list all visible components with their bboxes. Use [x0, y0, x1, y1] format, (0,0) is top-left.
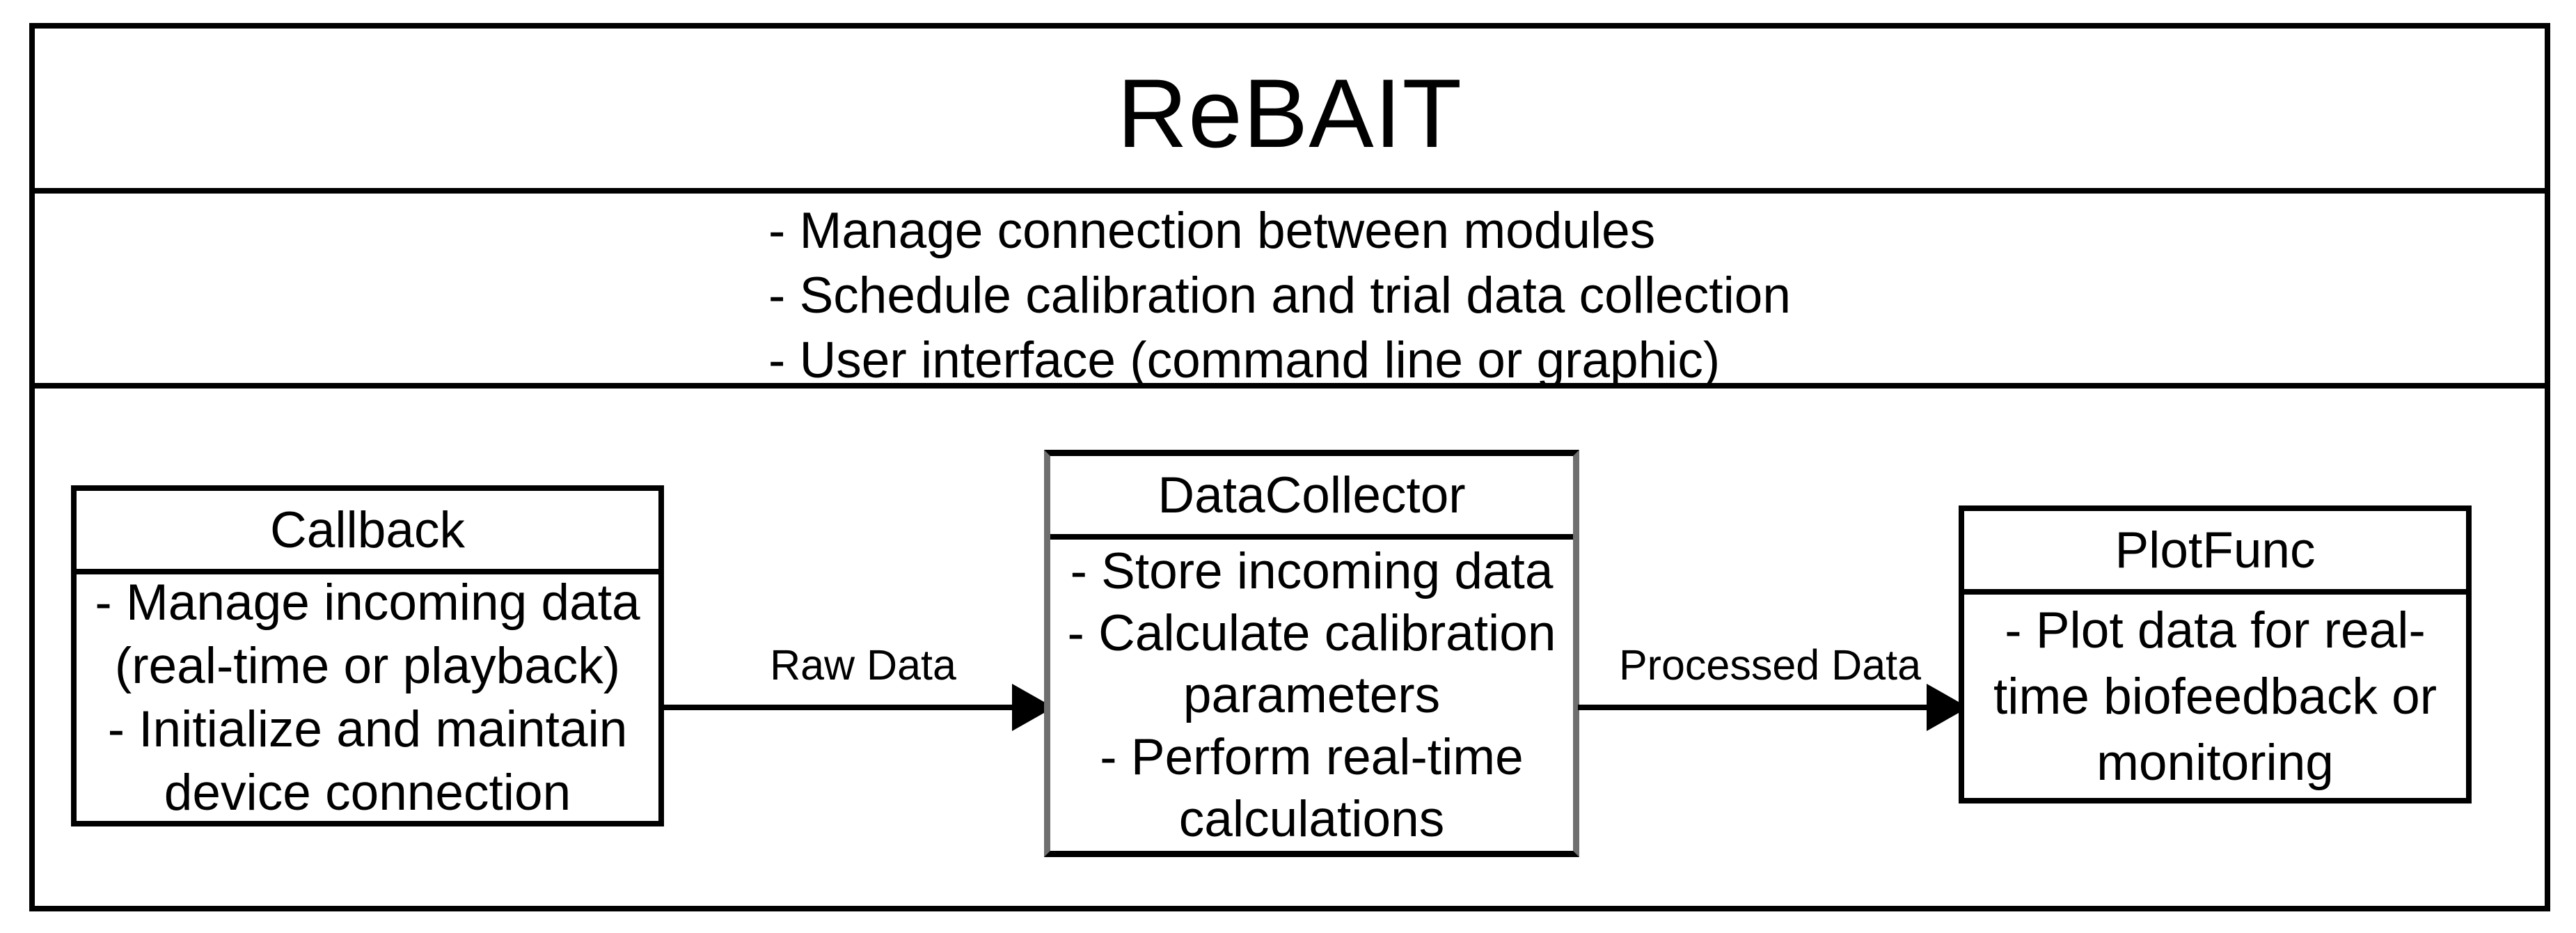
module-box-plotfunc: PlotFunc - Plot data for real- time biof… [1959, 505, 2472, 803]
module-title: DataCollector [1050, 456, 1573, 540]
module-box-datacollector: DataCollector - Store incoming data - Ca… [1044, 450, 1579, 857]
module-body-line: parameters [1183, 667, 1441, 723]
title-section: ReBAIT [35, 29, 2545, 188]
title-section-divider [35, 188, 2545, 194]
module-body-line: (real-time or playback) [114, 638, 621, 694]
module-body-line: - Plot data for real- [2005, 602, 2426, 659]
responsibilities-section-divider [35, 383, 2545, 389]
module-body: - Manage incoming data (real-time or pla… [77, 574, 658, 821]
module-box-callback: Callback - Manage incoming data (real-ti… [71, 485, 664, 826]
processed-data-arrow-line [1578, 705, 1931, 710]
module-body: - Plot data for real- time biofeedback o… [1964, 595, 2466, 798]
module-title: Callback [77, 491, 658, 574]
raw-data-arrow-line [661, 705, 1018, 710]
responsibilities-section: - Manage connection between modules - Sc… [768, 199, 1952, 389]
module-body-line: - Initialize and maintain [107, 701, 628, 758]
flow-label-processed-data: Processed Data [1619, 641, 1921, 689]
responsibility-item: - Schedule calibration and trial data co… [768, 267, 1791, 324]
responsibility-item: - User interface (command line or graphi… [768, 331, 1721, 389]
responsibility-item: - Manage connection between modules [768, 202, 1656, 259]
module-body: - Store incoming data - Calculate calibr… [1050, 540, 1573, 851]
module-body-line: calculations [1178, 791, 1445, 847]
module-body-line: device connection [164, 765, 571, 821]
module-body-line: time biofeedback or [1993, 668, 2437, 725]
module-body-line: - Perform real-time [1100, 729, 1524, 785]
app-title: ReBAIT [1116, 58, 1463, 168]
module-body-line: monitoring [2096, 734, 2334, 791]
module-body-line: - Store incoming data [1070, 543, 1554, 599]
module-title: PlotFunc [1964, 511, 2466, 595]
module-body-line: - Manage incoming data [95, 574, 640, 631]
flow-label-raw-data: Raw Data [770, 641, 956, 689]
module-body-line: - Calculate calibration [1067, 605, 1556, 661]
